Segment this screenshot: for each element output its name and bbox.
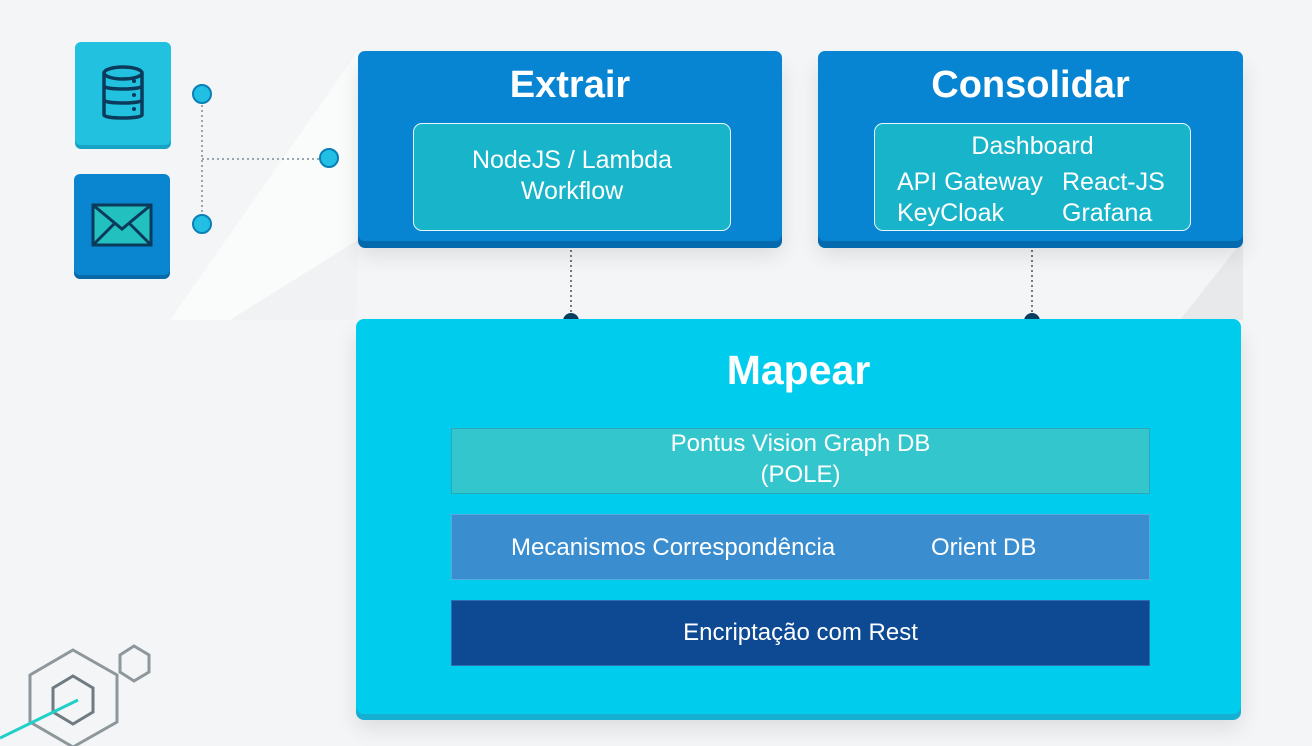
graph-db-line-1: Pontus Vision Graph DB xyxy=(670,430,931,457)
consolidar-item: API Gateway xyxy=(897,168,1043,196)
extrair-tech-box: NodeJS / Lambda Workflow xyxy=(413,123,731,231)
source-connector xyxy=(201,95,330,225)
shadow-band-left xyxy=(230,240,358,320)
graph-db-line-2: (POLE) xyxy=(760,461,841,488)
hexagon-tiny-icon xyxy=(118,644,151,683)
consolidar-title: Consolidar xyxy=(931,64,1130,106)
encryption-label: Encriptação com Rest xyxy=(683,619,918,646)
connector-dot xyxy=(319,148,339,168)
matching-label: Mecanismos Correspondência xyxy=(511,534,836,561)
connector-dot xyxy=(192,84,212,104)
hexagon-small-icon xyxy=(51,674,95,726)
accent-line xyxy=(0,698,79,740)
consolidar-heading: Dashboard xyxy=(971,132,1094,160)
extrair-title: Extrair xyxy=(509,64,631,106)
graph-db-layer: Pontus Vision Graph DB (POLE) xyxy=(451,428,1150,494)
database-icon xyxy=(102,64,144,120)
consolidar-tech-box: Dashboard API Gateway KeyCloak React-JS … xyxy=(874,123,1191,231)
matching-layer: Mecanismos Correspondência Orient DB xyxy=(451,514,1150,580)
shadow-band xyxy=(1180,240,1243,320)
extrair-line-1: NodeJS / Lambda xyxy=(471,146,673,174)
encryption-layer: Encriptação com Rest xyxy=(451,600,1150,666)
extrair-card: Extrair NodeJS / Lambda Workflow xyxy=(358,51,782,241)
hexagon-large-icon xyxy=(28,648,119,746)
database-source xyxy=(75,42,171,145)
consolidar-card: Consolidar Dashboard API Gateway KeyCloa… xyxy=(818,51,1243,241)
envelope-icon xyxy=(91,203,153,246)
orient-db-label: Orient DB xyxy=(931,534,1037,561)
extrair-line-2: Workflow xyxy=(520,177,624,205)
light-band xyxy=(170,51,358,320)
consolidar-item: KeyCloak xyxy=(897,199,1004,227)
consolidar-item: React-JS xyxy=(1062,168,1165,196)
mapear-title: Mapear xyxy=(726,347,871,393)
connector-dot xyxy=(192,214,212,234)
email-source xyxy=(74,174,170,275)
consolidar-item: Grafana xyxy=(1062,199,1153,227)
mapear-card: Mapear Pontus Vision Graph DB (POLE) Mec… xyxy=(356,319,1241,714)
